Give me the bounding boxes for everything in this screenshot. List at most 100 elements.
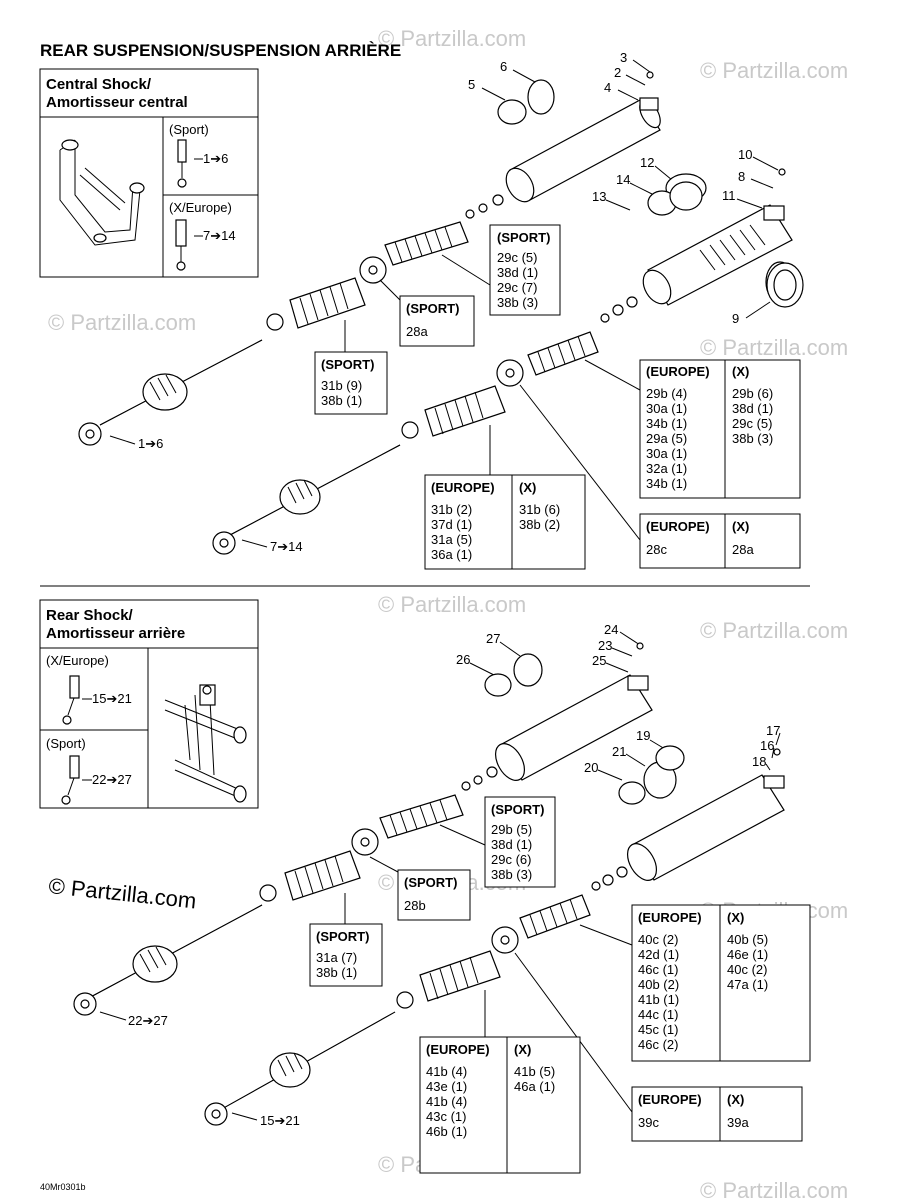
rear-variant-sport: (Sport) xyxy=(46,736,86,751)
central-callouts: 3 2 4 6 5 12 14 13 10 8 11 9 xyxy=(468,50,779,326)
svg-text:40c (2): 40c (2) xyxy=(727,962,767,977)
svg-text:(SPORT): (SPORT) xyxy=(491,802,544,817)
rear-callouts: 24 23 25 27 26 19 21 20 17 16 18 xyxy=(456,622,781,781)
svg-text:29b (6): 29b (6) xyxy=(732,386,773,401)
svg-text:38b (1): 38b (1) xyxy=(321,393,362,408)
svg-text:41b (4): 41b (4) xyxy=(426,1064,467,1079)
svg-text:38d (1): 38d (1) xyxy=(497,265,538,280)
svg-text:42d (1): 42d (1) xyxy=(638,947,679,962)
svg-text:4: 4 xyxy=(604,80,611,95)
svg-text:© Partzilla.com: © Partzilla.com xyxy=(700,618,848,643)
svg-text:46b (1): 46b (1) xyxy=(426,1124,467,1139)
svg-text:31b (6): 31b (6) xyxy=(519,502,560,517)
central-washers xyxy=(465,194,638,323)
central-legend-box: Central Shock/ Amortisseur central (Spor… xyxy=(39,68,259,278)
svg-text:23: 23 xyxy=(598,638,612,653)
small-shock-icon xyxy=(61,755,80,805)
svg-text:8: 8 xyxy=(738,169,745,184)
central-heading: Central Shock/ xyxy=(46,76,152,93)
svg-text:36a (1): 36a (1) xyxy=(431,547,472,562)
rear-heading-fr: Amortisseur arrière xyxy=(46,625,185,642)
svg-text:31b (9): 31b (9) xyxy=(321,378,362,393)
rear-shim-stack-upper xyxy=(259,794,464,902)
svg-text:12: 12 xyxy=(640,155,654,170)
svg-text:29b (5): 29b (5) xyxy=(491,822,532,837)
svg-text:30a (1): 30a (1) xyxy=(646,446,687,461)
svg-text:(EUROPE): (EUROPE) xyxy=(638,910,702,925)
svg-text:(EUROPE): (EUROPE) xyxy=(638,1092,702,1107)
central-variant-sport-range: 1➔6 xyxy=(203,151,228,166)
svg-text:31b (2): 31b (2) xyxy=(431,502,472,517)
svg-text:3: 3 xyxy=(620,50,627,65)
svg-text:2: 2 xyxy=(614,65,621,80)
svg-text:39c: 39c xyxy=(638,1115,659,1130)
small-shock-icon xyxy=(177,139,187,188)
rear-shock1-range: 22➔27 xyxy=(128,1013,168,1028)
svg-text:21: 21 xyxy=(612,744,626,759)
svg-text:© Partzilla.com: © Partzilla.com xyxy=(700,58,848,83)
rear-variant-sport-range: 22➔27 xyxy=(92,772,132,787)
svg-text:38b (2): 38b (2) xyxy=(519,517,560,532)
rear-piston-rod-1 xyxy=(73,904,263,1016)
page-title: REAR SUSPENSION/SUSPENSION ARRIÈRE xyxy=(40,41,401,60)
svg-text:46c (2): 46c (2) xyxy=(638,1037,678,1052)
central-sport-box-a: (SPORT) 29c (5) 38d (1) 29c (7) 38b (3) xyxy=(489,224,561,316)
svg-text:28c: 28c xyxy=(646,542,667,557)
partzilla-copyright-stamp: © Partzilla.com xyxy=(47,873,197,913)
svg-text:16: 16 xyxy=(760,738,774,753)
rear-europe-x-box-mid: (EUROPE) (X) 41b (4) 43e (1) 41b (4) 43c… xyxy=(419,1036,581,1174)
central-variant-sport: (Sport) xyxy=(169,122,209,137)
svg-text:© Partzilla.com: © Partzilla.com xyxy=(48,310,196,335)
svg-text:34b (1): 34b (1) xyxy=(646,476,687,491)
central-piston-rod-2 xyxy=(212,444,401,555)
svg-text:17: 17 xyxy=(766,723,780,738)
rear-variant-x-range: 15➔21 xyxy=(92,691,132,706)
svg-text:13: 13 xyxy=(592,189,606,204)
svg-text:28b: 28b xyxy=(404,898,426,913)
central-oring xyxy=(669,181,703,211)
svg-text:38b (3): 38b (3) xyxy=(497,295,538,310)
svg-text:© Partzilla.com: © Partzilla.com xyxy=(378,592,526,617)
rear-europe-x-box-big: (EUROPE) (X) 40c (2) 42d (1) 46c (1) 40b… xyxy=(631,904,811,1062)
svg-text:29c (6): 29c (6) xyxy=(491,852,531,867)
svg-text:29c (5): 29c (5) xyxy=(732,416,772,431)
central-shock2-range: 7➔14 xyxy=(270,539,303,554)
svg-text:9: 9 xyxy=(732,311,739,326)
rear-europe-x-box-small: (EUROPE) (X) 39c 39a xyxy=(631,1086,803,1142)
svg-text:(X): (X) xyxy=(732,364,749,379)
svg-text:41b (4): 41b (4) xyxy=(426,1094,467,1109)
svg-text:29c (5): 29c (5) xyxy=(497,250,537,265)
svg-text:34b (1): 34b (1) xyxy=(646,416,687,431)
svg-text:38d (1): 38d (1) xyxy=(732,401,773,416)
central-europe-x-box-mid: (EUROPE) (X) 31b (2) 37d (1) 31a (5) 36a… xyxy=(424,474,586,570)
rear-shock-body-lower xyxy=(618,745,785,881)
svg-text:28a: 28a xyxy=(406,324,428,339)
svg-text:44c (1): 44c (1) xyxy=(638,1007,678,1022)
svg-text:© Partzilla.com: © Partzilla.com xyxy=(378,26,526,51)
svg-text:27: 27 xyxy=(486,631,500,646)
central-shim-stack-upper xyxy=(266,221,469,331)
svg-text:40b (5): 40b (5) xyxy=(727,932,768,947)
svg-text:© Partzilla.com: © Partzilla.com xyxy=(700,1178,848,1200)
rear-shock-body-upper xyxy=(484,642,653,781)
svg-text:24: 24 xyxy=(604,622,618,637)
central-europe-x-box-big: (EUROPE) (X) 29b (4) 30a (1) 34b (1) 29a… xyxy=(639,359,801,499)
rear-sport-box-c: (SPORT) 31a (7) 38b (1) xyxy=(309,923,383,987)
svg-text:41b (1): 41b (1) xyxy=(638,992,679,1007)
svg-text:43c (1): 43c (1) xyxy=(426,1109,466,1124)
svg-text:46e (1): 46e (1) xyxy=(727,947,768,962)
rear-sport-box-a: (SPORT) 29b (5) 38d (1) 29c (6) 38b (3) xyxy=(484,796,556,888)
svg-text:18: 18 xyxy=(752,754,766,769)
svg-text:(SPORT): (SPORT) xyxy=(497,230,550,245)
svg-text:40b (2): 40b (2) xyxy=(638,977,679,992)
svg-text:41b (5): 41b (5) xyxy=(514,1064,555,1079)
suspension-frame-sketch xyxy=(59,139,145,246)
figure-code: 40Mr0301b xyxy=(40,1182,86,1192)
rear-shock-section: Rear Shock/ Amortisseur arrière (X/Europ… xyxy=(39,599,811,1174)
svg-text:37d (1): 37d (1) xyxy=(431,517,472,532)
central-ring-part xyxy=(766,262,804,308)
svg-text:32a (1): 32a (1) xyxy=(646,461,687,476)
suspension-frame-sketch xyxy=(164,684,247,803)
svg-text:(EUROPE): (EUROPE) xyxy=(431,480,495,495)
central-shock-section: Central Shock/ Amortisseur central (Spor… xyxy=(39,50,804,570)
